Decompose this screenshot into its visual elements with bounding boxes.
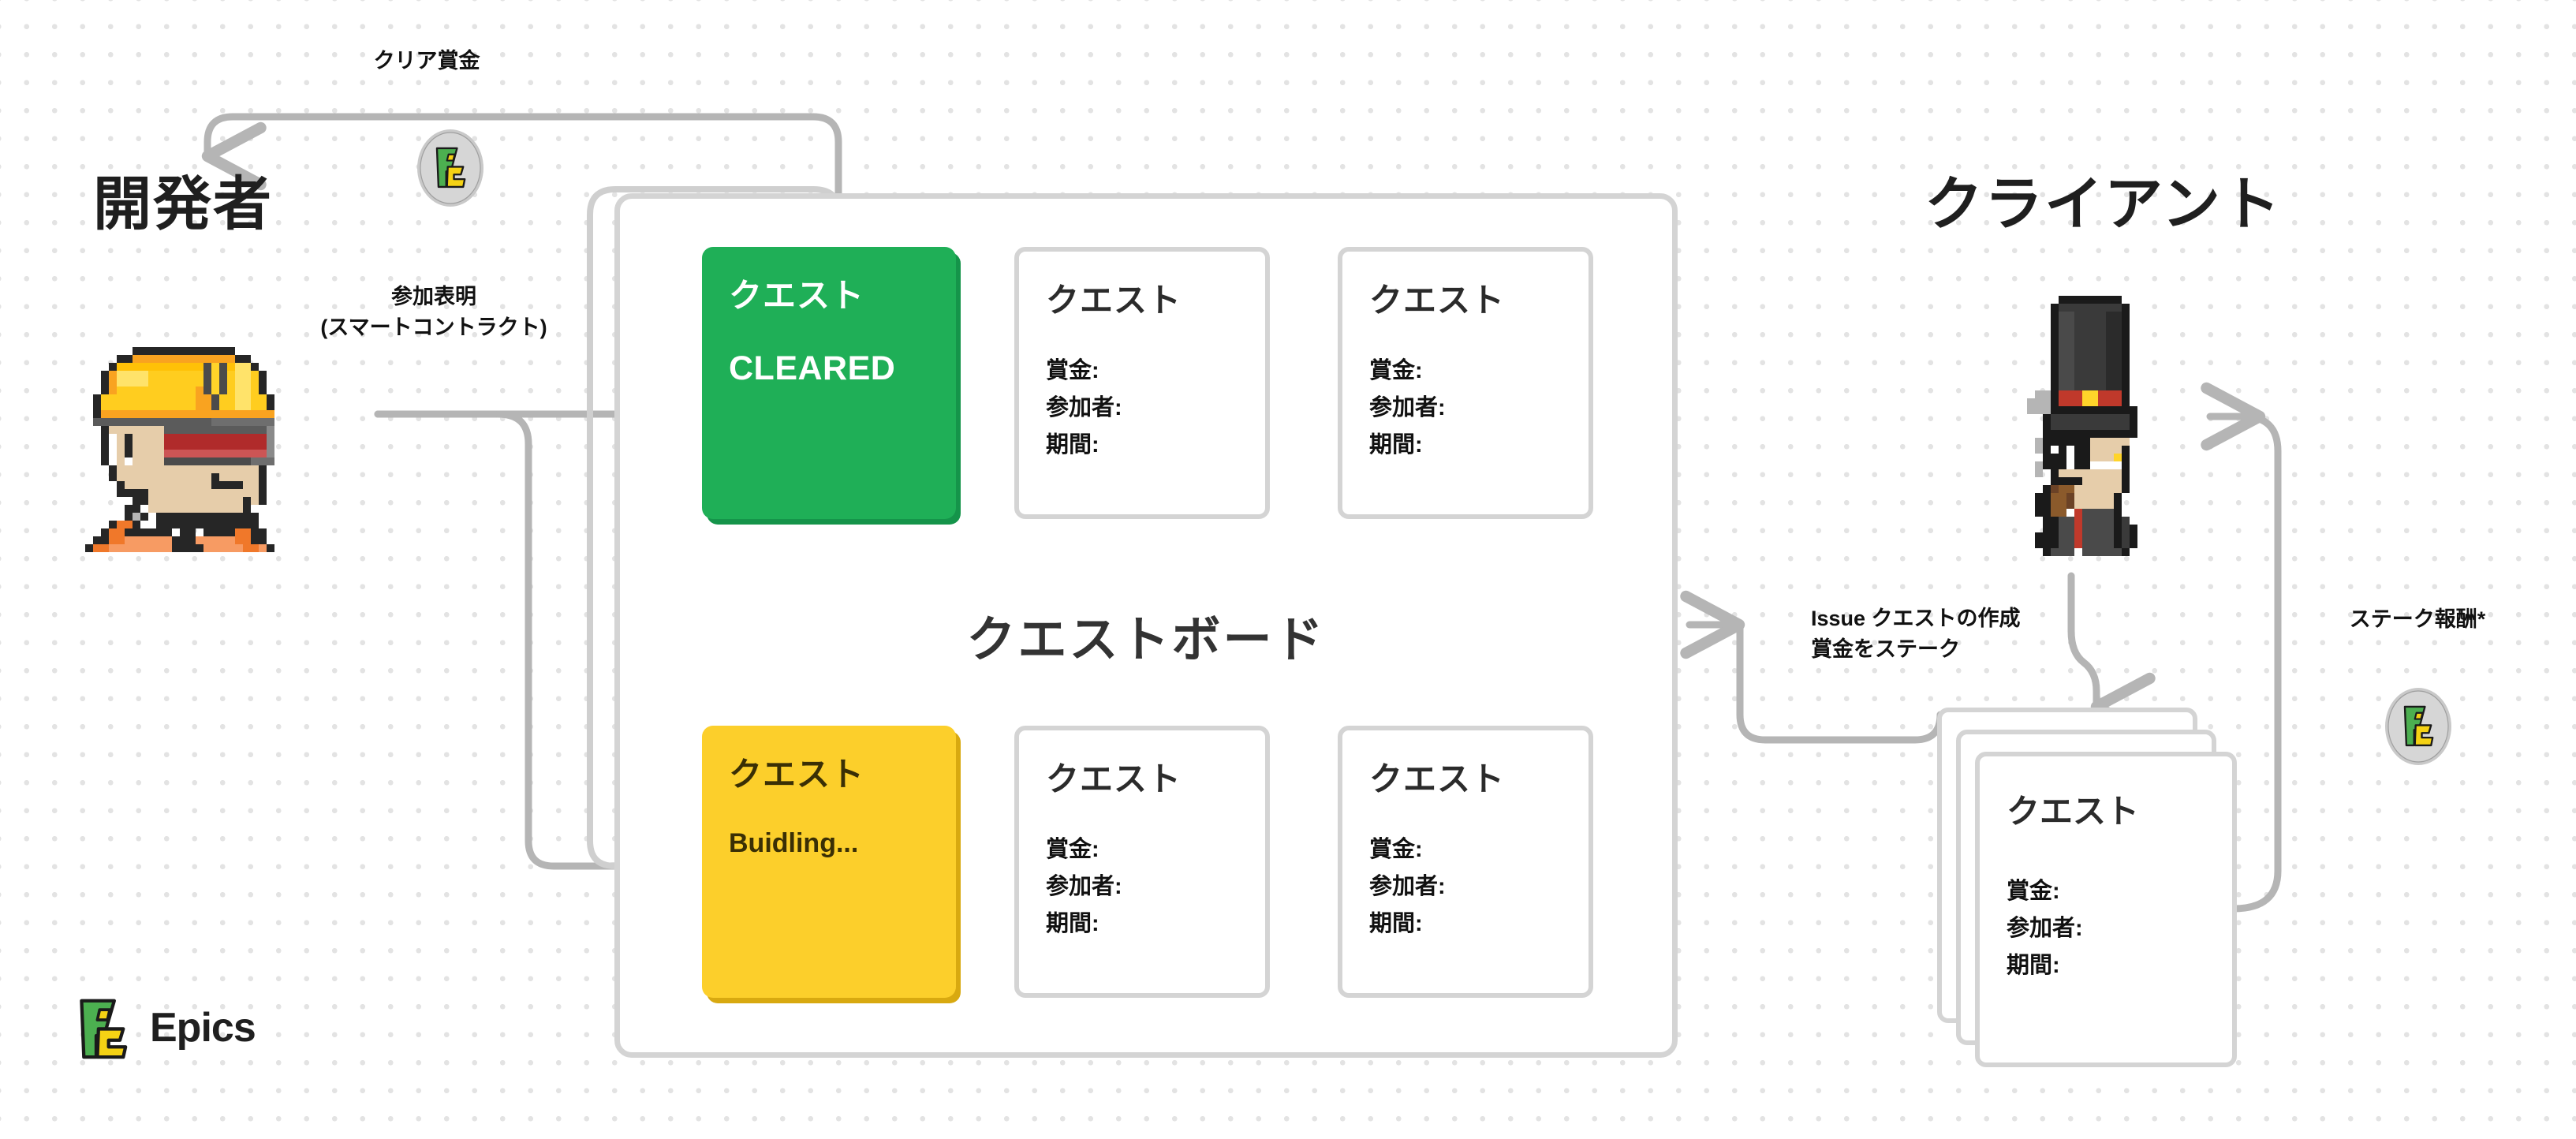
flow-label-issue-create: Issue クエストの作成 賞金をステーク [1811,603,2126,665]
quest-card-meta: 賞金: 参加者: 期間: [1369,353,1562,464]
quest-card-title: クエスト [1369,282,1506,319]
quest-board-title: クエストボード [966,613,1326,667]
flow-label-issue-line2: 賞金をステーク [1811,637,1960,662]
quest-card-status: Buidling... [729,828,859,859]
quest-card-title: クエスト [1046,760,1182,797]
quest-card-title: クエスト [729,277,865,314]
quest-meta-period: 期間: [1046,432,1099,458]
quest-card-building[interactable]: クエスト Buidling... [702,726,956,998]
quest-meta-participants: 参加者: [2007,916,2083,942]
quest-card-meta: 賞金: 参加者: 期間: [1369,831,1562,943]
developer-pixel-avatar [62,339,314,607]
quest-meta-reward: 賞金: [1046,837,1099,863]
quest-card[interactable]: クエスト 賞金: 参加者: 期間: [1338,247,1593,519]
developer-title: 開発者 [93,171,273,237]
quest-card-title: クエスト [1046,282,1182,319]
quest-meta-reward: 賞金: [1369,358,1423,384]
flow-label-stake-reward: ステーク報酬* [2349,607,2486,631]
quest-card-meta: 賞金: 参加者: 期間: [1046,831,1238,943]
flow-label-join-line1: 参加表明 [391,285,476,308]
epics-brand: Epics [76,996,256,1059]
quest-meta-period: 期間: [1046,911,1099,937]
client-title: クライアント [1925,171,2283,237]
client-pixel-avatar [1956,288,2216,580]
flow-label-issue-line1: Issue クエストの作成 [1811,607,2021,630]
quest-card[interactable]: クエスト 賞金: 参加者: 期間: [1014,726,1270,998]
quest-meta-participants: 参加者: [1369,874,1446,900]
quest-meta-period: 期間: [1369,911,1423,937]
epics-token-coin-icon [416,128,485,208]
epics-token-coin-icon [2384,686,2453,767]
quest-card[interactable]: クエスト 賞金: 参加者: 期間: [1014,247,1270,519]
quest-meta-period: 期間: [1369,432,1423,458]
quest-meta-period: 期間: [2007,953,2060,979]
quest-card-title: クエスト [2007,793,2140,830]
quest-card-meta: 賞金: 参加者: 期間: [1046,353,1238,464]
quest-card-status: CLEARED [729,349,896,388]
flow-label-clear-reward: クリア賞金 [373,49,480,73]
quest-card-title: クエスト [1369,760,1506,797]
quest-card-cleared[interactable]: クエスト CLEARED [702,247,956,519]
epics-logo-icon [80,999,128,1059]
brand-name: Epics [150,1005,256,1051]
quest-card[interactable]: クエスト 賞金: 参加者: 期間: [1338,726,1593,998]
quest-meta-participants: 参加者: [1046,874,1122,900]
quest-card-stack-front[interactable]: クエスト 賞金: 参加者: 期間: [1975,752,2237,1067]
quest-card-title: クエスト [729,756,865,793]
quest-meta-participants: 参加者: [1046,395,1122,421]
quest-meta-reward: 賞金: [1369,837,1423,863]
flow-label-join-declaration: 参加表明 (スマートコントラクト) [315,282,552,343]
quest-meta-participants: 参加者: [1369,395,1446,421]
quest-card-meta: 賞金: 参加者: 期間: [2007,873,2205,984]
quest-meta-reward: 賞金: [1046,358,1099,384]
quest-meta-reward: 賞金: [2007,879,2060,905]
flow-label-join-line2: (スマートコントラクト) [320,316,547,340]
